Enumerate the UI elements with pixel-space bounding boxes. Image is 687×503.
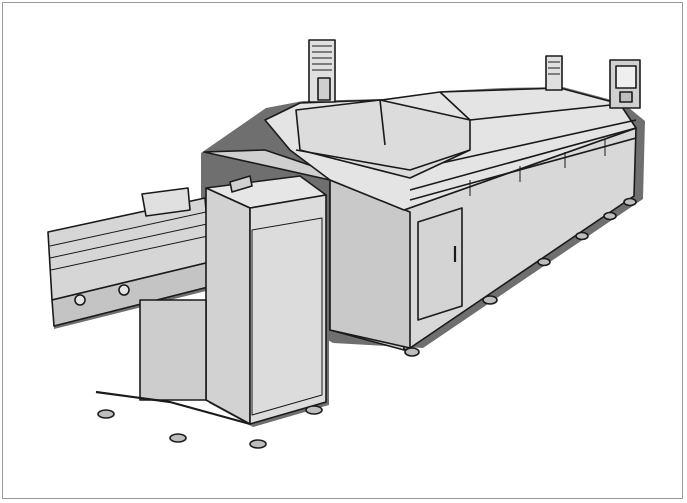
leveling-feet xyxy=(97,197,637,449)
service-door xyxy=(417,207,463,321)
exhaust-stack-left xyxy=(308,39,336,103)
oven-hood xyxy=(295,91,621,179)
entry-cabinet xyxy=(95,175,329,427)
exhaust-stack-right xyxy=(545,55,563,91)
loading-conveyor xyxy=(47,187,214,329)
control-monitor xyxy=(609,59,641,109)
